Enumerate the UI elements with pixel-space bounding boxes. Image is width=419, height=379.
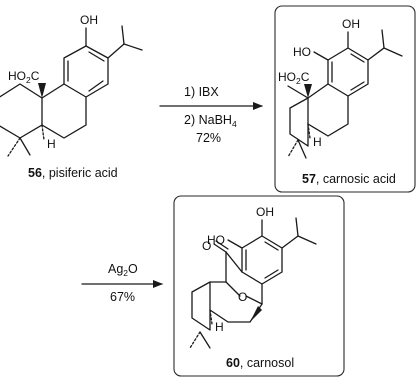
compound-56-structure [0, 25, 143, 157]
c60-carbonyl-o-label: O [202, 239, 211, 253]
c57-aromatic-ring [327, 47, 369, 97]
c56-aromatic-ring [63, 45, 109, 98]
c56-oh-label: OH [80, 13, 98, 27]
c60-oh-top-label: OH [256, 205, 274, 219]
step2-yield: 67% [110, 290, 135, 304]
c60-ether-o-label: O [238, 290, 247, 304]
compound-57-structure [287, 29, 403, 159]
c56-ring-a [0, 83, 43, 139]
c60-aromatic-ring [241, 235, 283, 285]
c57-oh-top-label: OH [342, 17, 360, 31]
c56-ring-b [41, 96, 87, 139]
c56-acid-label: HO2C [8, 69, 40, 85]
compound-60-structure [189, 217, 317, 349]
step1-condition-2: 2) NaBH4 [184, 113, 237, 129]
c56-acid-wedge [38, 83, 46, 98]
step1-yield: 72% [196, 131, 221, 145]
c56-methyl [19, 137, 31, 156]
c56-caption: 56, pisiferic acid [28, 166, 118, 180]
c60-oh-left-label: HO [207, 233, 225, 247]
c60-caption: 60, carnosol [226, 356, 294, 370]
step2-reagent: Ag2O [108, 262, 138, 278]
c57-acid-label: HO2C [278, 70, 310, 86]
c57-oh-left-label: HO [293, 45, 311, 59]
compound-57-box [274, 5, 416, 193]
c57-h-label: H [313, 135, 322, 149]
c57-caption: 57, carnosic acid [302, 172, 396, 186]
c56-h-label: H [47, 137, 56, 151]
compound-60-box [173, 195, 345, 377]
step1-condition-1: 1) IBX [184, 85, 219, 99]
c60-h-label: H [215, 320, 224, 334]
c56-isopropyl [107, 43, 125, 59]
